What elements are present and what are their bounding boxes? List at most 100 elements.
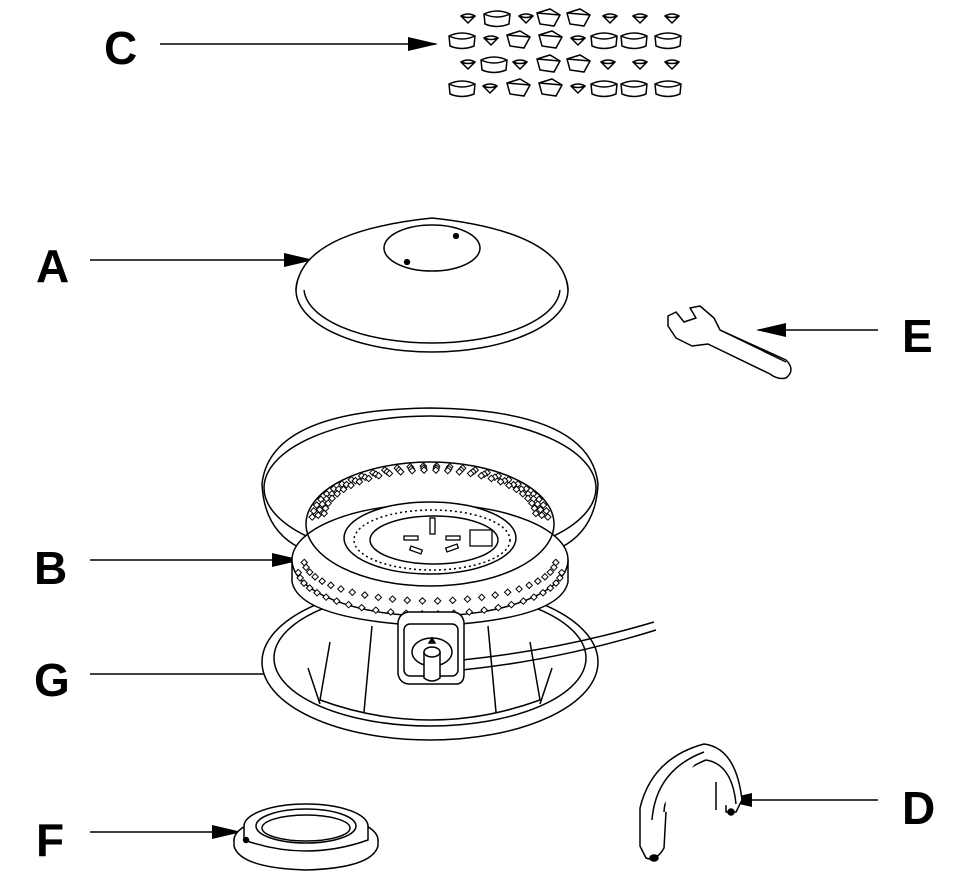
lava-rock: [569, 35, 587, 47]
basket-hole: [347, 481, 355, 490]
lava-rock: [536, 8, 562, 27]
lava-rock: [448, 32, 476, 50]
lava-rock: [448, 80, 476, 98]
basket-hole: [546, 568, 555, 577]
lava-rock: [459, 13, 477, 25]
lava-rock: [599, 59, 617, 71]
basket-hole: [300, 558, 309, 567]
basket-hole: [322, 593, 330, 602]
basket-hole: [336, 585, 345, 593]
basket-hole: [403, 596, 412, 605]
basket-hole: [542, 507, 551, 515]
lava-rock: [459, 59, 477, 71]
lava-rock: [511, 59, 529, 71]
lava-rock: [601, 13, 619, 25]
lava-rock: [566, 54, 592, 73]
lava-rocks: [448, 8, 682, 98]
basket-hole: [318, 577, 327, 586]
lava-rock: [631, 13, 649, 25]
basket-hole: [420, 466, 428, 474]
basket-hole: [364, 474, 373, 483]
label-d: D: [902, 782, 935, 834]
control-knob: [397, 611, 465, 685]
basket-hole: [505, 481, 513, 490]
label-g: G: [34, 654, 70, 706]
basket-hole: [294, 568, 303, 577]
basket-hole: [360, 591, 369, 599]
basket-hole: [443, 466, 452, 475]
label-e: E: [902, 310, 933, 362]
wrench: [667, 305, 792, 380]
lava-rock: [506, 78, 532, 97]
basket-hole: [333, 489, 342, 498]
basket-hole: [302, 563, 310, 572]
basket-hole: [512, 485, 521, 494]
basket-hole: [432, 466, 440, 474]
lava-rock: [631, 59, 649, 71]
basket-hole: [418, 597, 427, 605]
basket-hole: [305, 568, 314, 577]
basket-hole: [503, 588, 512, 597]
lid: [295, 217, 569, 353]
basket-hole: [533, 577, 542, 586]
lava-rock: [620, 32, 648, 50]
basket-hole: [374, 593, 383, 602]
basket-hole: [455, 467, 464, 476]
lava-rock: [482, 35, 500, 47]
lava-rock: [620, 80, 648, 98]
basket-hole: [519, 597, 528, 606]
label-a: A: [36, 240, 69, 292]
cup-base: [233, 803, 379, 871]
basket-hole: [466, 469, 475, 478]
handle: [639, 743, 743, 862]
basket-hole: [408, 466, 417, 475]
base-ring: [261, 583, 599, 741]
basket-hole: [308, 513, 317, 521]
basket-hole: [530, 593, 538, 602]
basket-hole: [305, 584, 314, 592]
lava-rock: [538, 30, 564, 49]
fire-bowl: [261, 407, 599, 627]
lava-rock: [480, 56, 508, 74]
basket-hole: [477, 471, 486, 480]
basket-hole: [385, 469, 394, 478]
basket-hole: [487, 474, 496, 483]
lava-rock: [663, 59, 681, 71]
lava-rock: [663, 13, 681, 25]
basket-hole: [540, 572, 549, 581]
basket-hole: [313, 588, 321, 597]
basket-hole: [371, 606, 380, 615]
basket-hole: [491, 591, 500, 599]
basket-hole: [332, 597, 341, 606]
basket-hole: [315, 505, 324, 514]
basket-hole: [374, 471, 383, 480]
basket-hole: [324, 499, 333, 508]
lava-rock: [590, 80, 618, 98]
basket-hole: [555, 574, 564, 582]
basket-hole: [396, 467, 405, 476]
lava-rock: [538, 78, 564, 97]
basket-hole: [546, 584, 555, 592]
basket-hole: [300, 579, 308, 587]
basket-hole: [531, 509, 540, 518]
basket-hole: [355, 477, 364, 486]
lava-rock: [566, 8, 592, 27]
basket-hole: [507, 600, 516, 609]
basket-hole: [494, 603, 503, 612]
basket-hole: [348, 588, 357, 597]
basket-hole: [314, 511, 323, 520]
basket-hole: [321, 504, 330, 513]
basket-hole: [296, 574, 305, 582]
basket-hole: [328, 494, 336, 503]
basket-hole: [537, 511, 546, 520]
basket-hole: [311, 572, 320, 581]
basket-hole: [433, 597, 442, 605]
lava-rock: [590, 32, 618, 50]
basket-hole: [509, 480, 518, 489]
basket-hole: [543, 513, 552, 521]
basket-hole: [515, 585, 524, 593]
label-f: F: [36, 814, 64, 866]
label-c: C: [104, 22, 137, 74]
basket-hole: [550, 563, 558, 572]
